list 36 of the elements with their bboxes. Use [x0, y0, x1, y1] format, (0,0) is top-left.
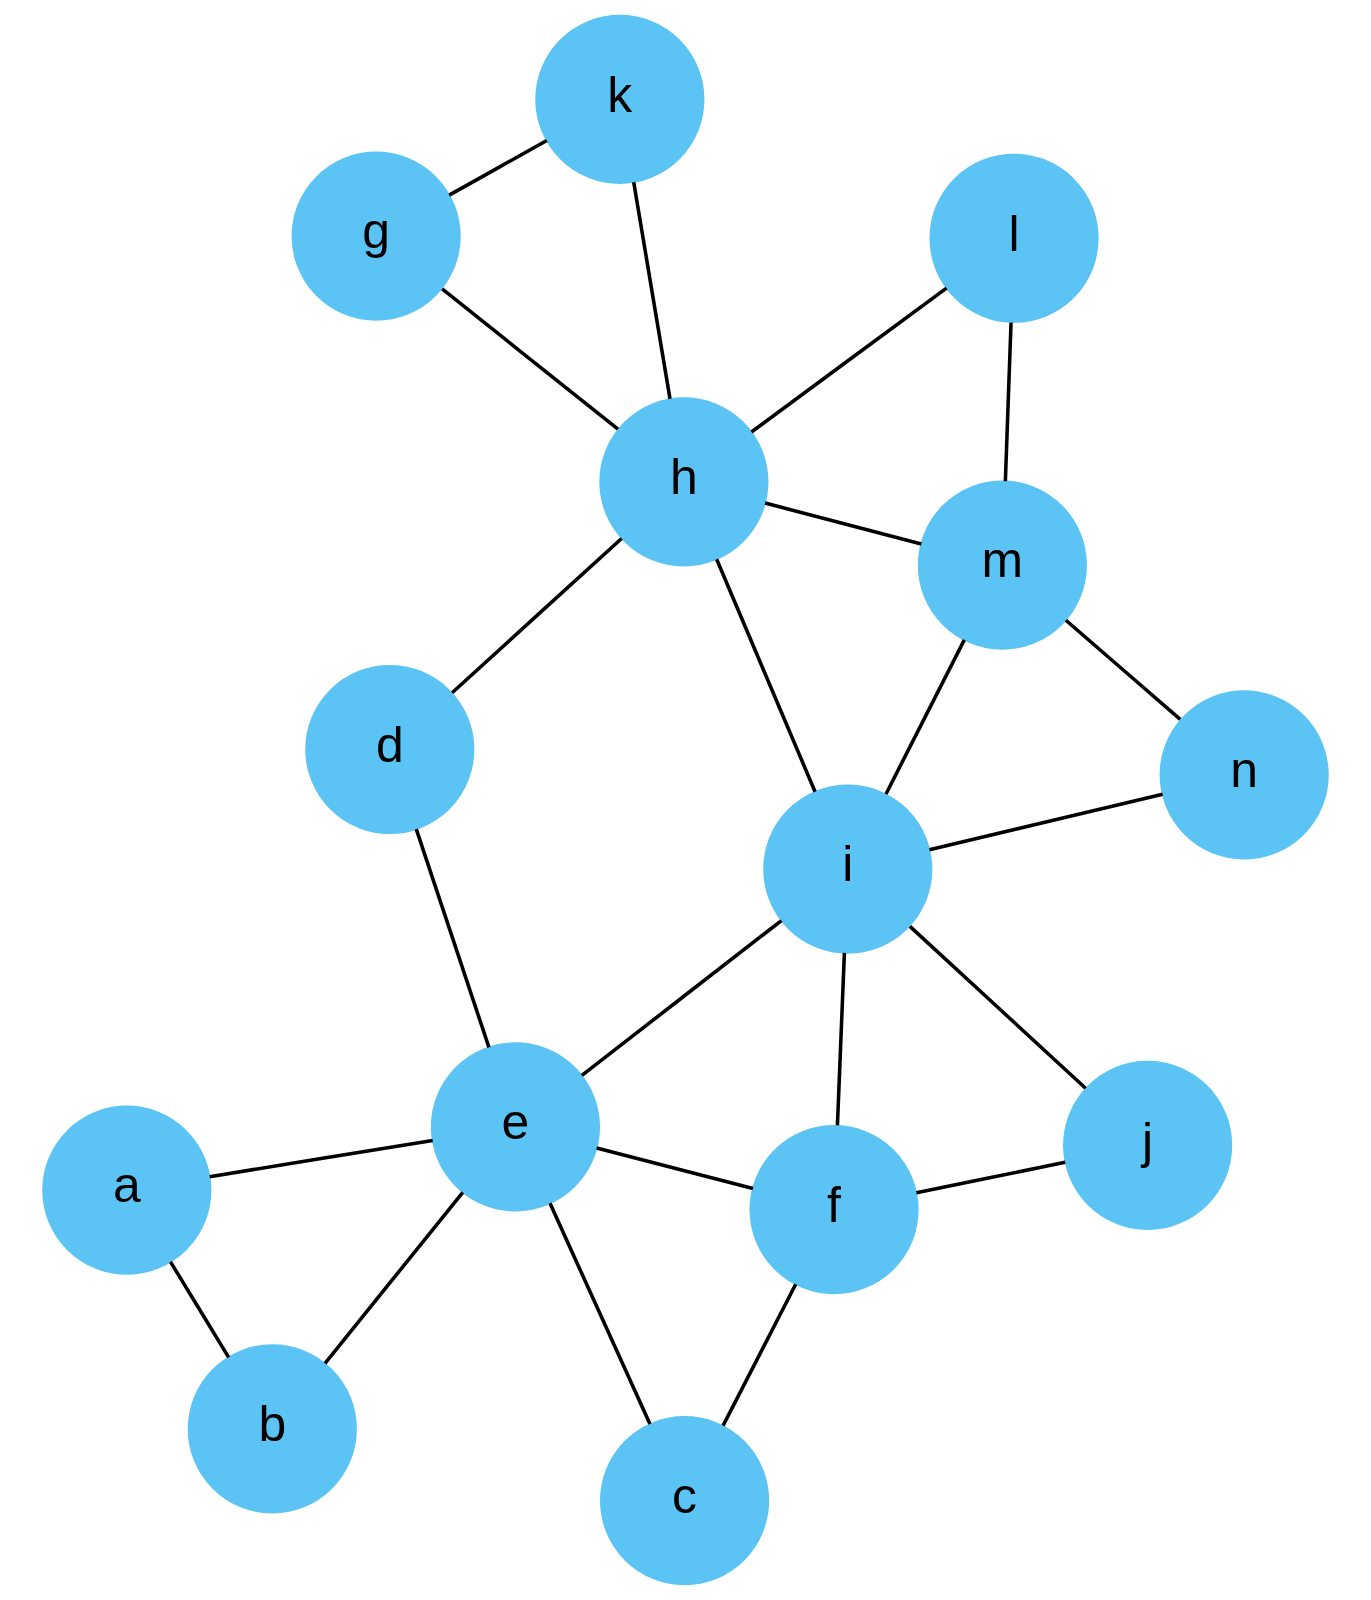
connector [908, 925, 1087, 1090]
node-circle: d [305, 664, 475, 835]
connector [580, 919, 783, 1077]
connector [929, 792, 1164, 852]
node-circle: i [763, 784, 933, 954]
connector [450, 537, 623, 695]
node-circle: a [42, 1105, 212, 1275]
node-circle: b [187, 1344, 357, 1514]
node-circle: j [1063, 1060, 1233, 1231]
connector [721, 1283, 798, 1427]
node-circle: h [599, 397, 769, 567]
connector [884, 639, 966, 795]
connector [1003, 322, 1013, 482]
connector [631, 181, 672, 400]
node-circle: n [1159, 690, 1329, 860]
node-circle: e [430, 1042, 600, 1212]
node-circle: g [291, 151, 461, 321]
connector [715, 558, 817, 793]
node-circle: f [749, 1125, 919, 1295]
node-circle: c [600, 1415, 770, 1586]
connector [441, 287, 620, 431]
connector [323, 1191, 465, 1365]
connector [750, 286, 948, 434]
connector [764, 501, 922, 546]
connector [1064, 618, 1182, 721]
connector [548, 1202, 652, 1425]
node-circle: m [917, 480, 1087, 650]
connector [414, 828, 491, 1048]
connector [168, 1260, 231, 1359]
connector [835, 952, 847, 1126]
connector [916, 1160, 1066, 1195]
connector [209, 1138, 433, 1179]
connector [448, 138, 548, 197]
node-circle: l [929, 153, 1099, 323]
node-circle: k [535, 14, 705, 184]
connector [596, 1146, 754, 1191]
